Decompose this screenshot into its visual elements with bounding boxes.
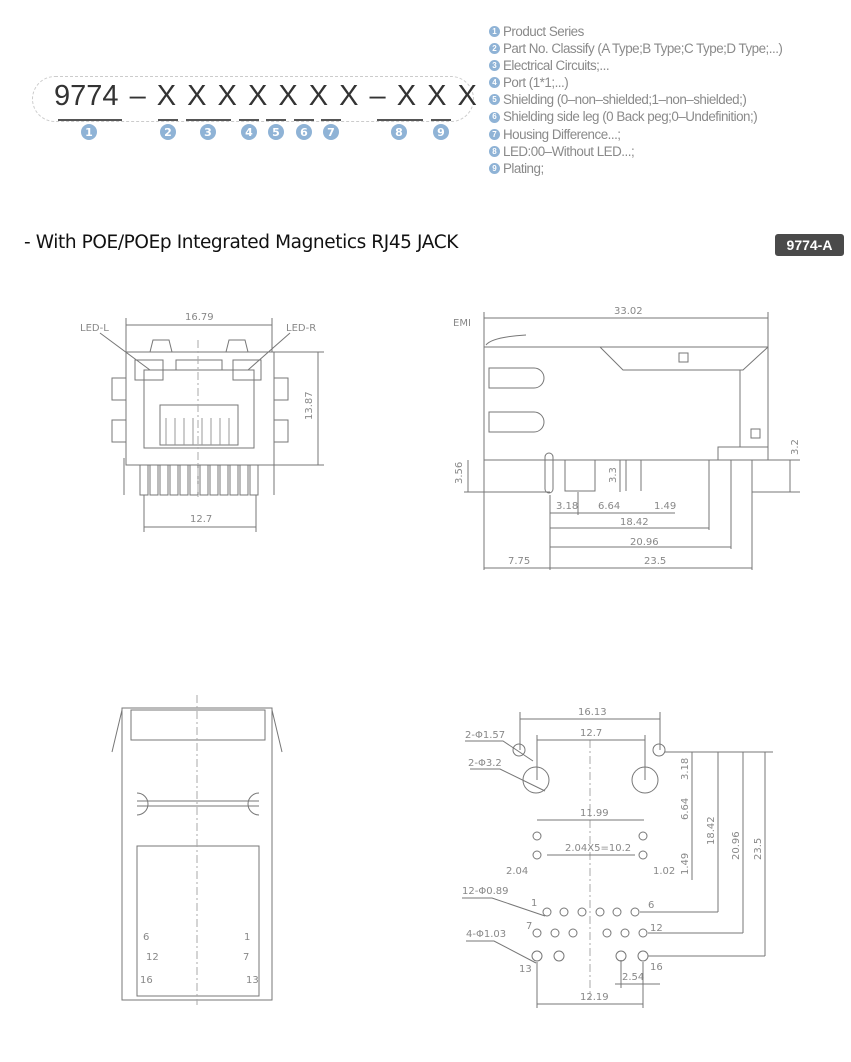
pin-16: 16: [650, 962, 663, 973]
dim-2-54: 2.54: [622, 972, 644, 983]
dim-11-99: 11.99: [580, 808, 609, 819]
dim-3-18: 3.18: [556, 501, 578, 512]
dim-20-96: 20.96: [731, 831, 742, 860]
dim-2-04: 2.04: [506, 866, 528, 877]
bottom-pin-1: 1: [244, 932, 250, 943]
dim-pin-span: 12.7: [190, 514, 212, 525]
dim-3-3: 3.3: [608, 467, 619, 483]
front-view: 16.79 13.87 12.7 LED-L LED-R: [80, 312, 324, 532]
pin-7: 7: [526, 921, 532, 932]
label-emi: EMI: [453, 318, 471, 329]
dim-3-56: 3.56: [454, 462, 465, 484]
marker-2: 2: [160, 124, 176, 140]
dim-height: 13.87: [304, 391, 315, 420]
bottom-pin-13: 13: [246, 975, 259, 986]
pin-12: 12: [650, 923, 663, 934]
bottom-pin-12: 12: [146, 952, 159, 963]
dim-width: 16.79: [185, 312, 214, 323]
dim-18-42: 18.42: [620, 517, 649, 528]
marker-6: 6: [296, 124, 312, 140]
part-number-template: 9774 – X X X X X X X – X X X: [54, 80, 477, 112]
bottom-pin-6: 6: [143, 932, 149, 943]
label-led-right: LED-R: [286, 323, 316, 334]
label-hole-0-89: 12-Φ0.89: [462, 886, 508, 897]
bottom-pin-16: 16: [140, 975, 153, 986]
dim-1-02: 1.02: [653, 866, 675, 877]
pin-6: 6: [648, 900, 654, 911]
dim-23-5: 23.5: [753, 838, 764, 860]
dim-3-18: 3.18: [680, 758, 691, 780]
label-hole-1-57: 2-Φ1.57: [465, 730, 505, 741]
dim-1-49: 1.49: [680, 853, 691, 875]
dim-20-96: 20.96: [630, 537, 659, 548]
bottom-pin-7: 7: [243, 952, 249, 963]
side-view: 33.02 EMI 3.56 3.3 3.2 3.18 6.64 1.49 18…: [453, 306, 801, 570]
label-hole-3-2: 2-Φ3.2: [468, 758, 502, 769]
dim-6-64: 6.64: [680, 798, 691, 820]
dim-12-19: 12.19: [580, 992, 609, 1003]
marker-5: 5: [268, 124, 284, 140]
dim-6-64: 6.64: [598, 501, 620, 512]
bottom-view: 6 1 12 7 16 13: [111, 695, 283, 1005]
dim-12-7: 12.7: [580, 728, 602, 739]
marker-8: 8: [391, 124, 407, 140]
dim-1-49: 1.49: [654, 501, 676, 512]
section-title: - With POE/POEp Integrated Magnetics RJ4…: [24, 232, 458, 253]
model-badge: 9774-A: [775, 234, 844, 256]
marker-9: 9: [433, 124, 449, 140]
dim-length: 33.02: [614, 306, 643, 317]
dim-16-13: 16.13: [578, 707, 607, 718]
marker-7: 7: [323, 124, 339, 140]
pin-1: 1: [531, 898, 537, 909]
dim-pitch: 2.04X5=10.2: [565, 843, 631, 854]
marker-1: 1: [81, 124, 97, 140]
dim-7-75: 7.75: [508, 556, 530, 567]
dim-23-5: 23.5: [644, 556, 666, 567]
dim-3-2: 3.2: [790, 439, 801, 455]
label-led-left: LED-L: [80, 323, 109, 334]
marker-4: 4: [241, 124, 257, 140]
pcb-footprint: 16.13 12.7 2-Φ1.57 2-Φ3.2 11.99 2.04X5=1…: [462, 707, 773, 1008]
part-number-frame: [32, 76, 474, 122]
label-hole-1-03: 4-Φ1.03: [466, 929, 506, 940]
dim-18-42: 18.42: [706, 816, 717, 845]
marker-3: 3: [200, 124, 216, 140]
pin-13: 13: [519, 964, 532, 975]
